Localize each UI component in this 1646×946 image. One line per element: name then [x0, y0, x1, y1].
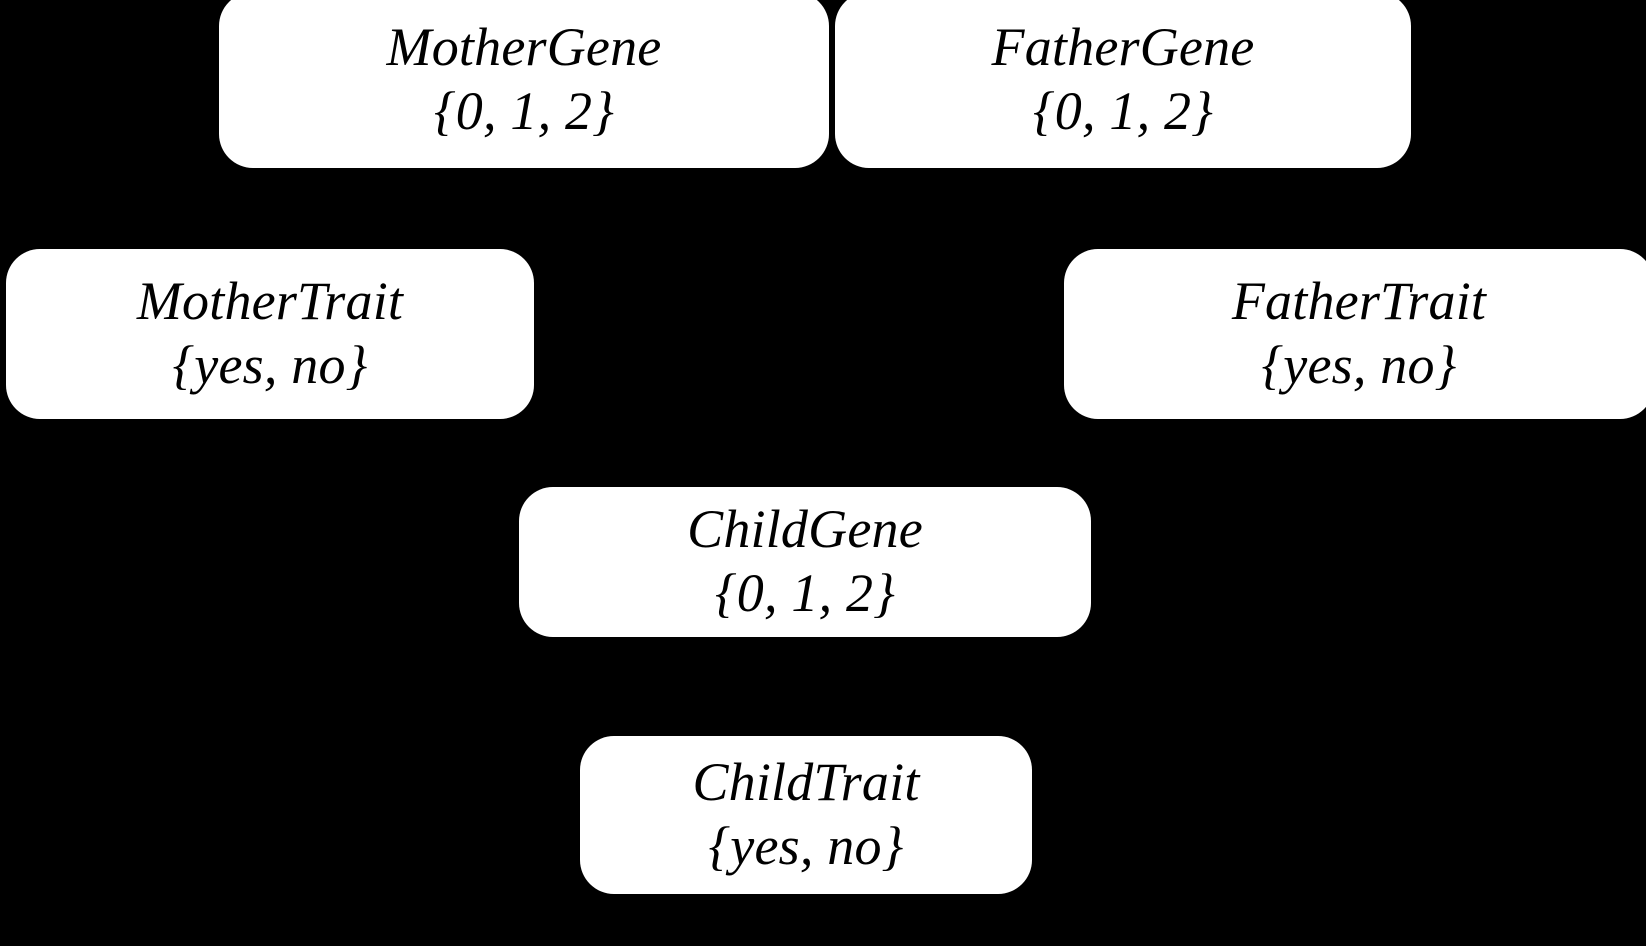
node-father-trait[interactable]: FatherTrait {yes, no} — [1064, 249, 1646, 419]
node-child-trait[interactable]: ChildTrait {yes, no} — [580, 736, 1032, 894]
node-mother-trait[interactable]: MotherTrait {yes, no} — [6, 249, 534, 419]
node-father-gene[interactable]: FatherGene {0, 1, 2} — [835, 0, 1411, 168]
node-father-gene-title: FatherGene — [991, 17, 1255, 78]
node-mother-gene-domain: {0, 1, 2} — [434, 81, 614, 141]
node-father-trait-title: FatherTrait — [1231, 271, 1487, 332]
node-father-gene-domain: {0, 1, 2} — [1033, 81, 1213, 141]
node-child-gene-title: ChildGene — [687, 499, 923, 560]
node-mother-trait-domain: {yes, no} — [172, 335, 368, 395]
node-father-trait-domain: {yes, no} — [1261, 335, 1457, 395]
node-mother-gene[interactable]: MotherGene {0, 1, 2} — [219, 0, 829, 168]
node-child-gene-domain: {0, 1, 2} — [715, 563, 895, 623]
node-child-trait-title: ChildTrait — [692, 752, 920, 813]
node-child-trait-domain: {yes, no} — [708, 816, 904, 876]
node-mother-gene-title: MotherGene — [386, 17, 662, 78]
node-mother-trait-title: MotherTrait — [136, 271, 404, 332]
node-child-gene[interactable]: ChildGene {0, 1, 2} — [519, 487, 1091, 637]
